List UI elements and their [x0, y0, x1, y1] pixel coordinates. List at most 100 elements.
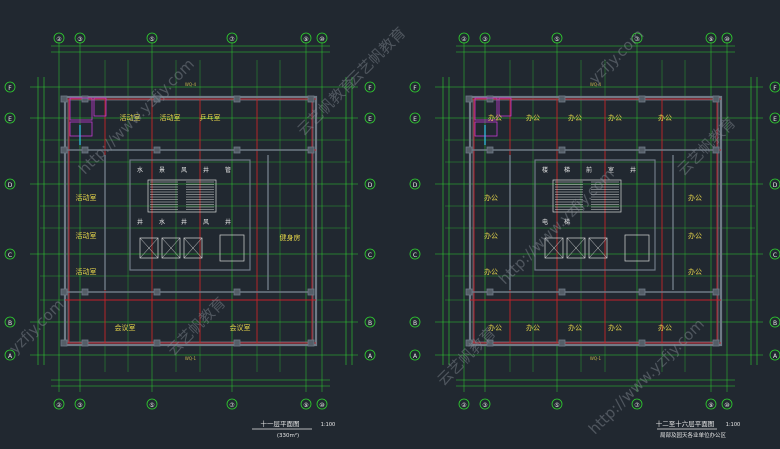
axis-bubble-col-circle [300, 32, 312, 44]
axis-bubble-col: ⑤ [551, 398, 563, 410]
axis-bubble-row-label: C [413, 252, 417, 259]
exterior-wall-inner [472, 99, 719, 343]
structural-column [60, 339, 68, 347]
axis-bubble-row: F [409, 81, 421, 93]
core-label: 电 [542, 218, 548, 226]
axis-bubble-row-circle [4, 316, 16, 328]
axis-bubble-col: ⑤ [551, 32, 563, 44]
axis-bubble-row-circle [4, 349, 16, 361]
elevator-shaft [183, 237, 203, 259]
axis-bubble-row-circle [769, 178, 780, 190]
room-label: 活动室 [76, 193, 97, 202]
room-label: 办公 [484, 193, 498, 202]
axis-bubble-row: C [409, 248, 421, 260]
exterior-wall-inner [67, 99, 314, 343]
elevator-cross [566, 237, 586, 259]
structural-column [233, 146, 241, 154]
axis-bubble-row: D [769, 178, 780, 190]
axis-bubble-col-label: ⑨ [708, 402, 713, 409]
room-label: 健身房 [280, 233, 301, 242]
axis-bubble-col: ② [53, 398, 65, 410]
axis-bubble-col-circle [551, 32, 563, 44]
building-core [534, 159, 656, 271]
room-label: 会议室 [230, 323, 251, 332]
elevator-shaft [139, 237, 159, 259]
toilet-stall [474, 97, 498, 121]
structural-column [712, 288, 720, 296]
structural-column [638, 339, 646, 347]
structural-column [153, 339, 161, 347]
axis-bubble-row-label: B [8, 320, 12, 327]
axis-bubble-row-label: B [368, 320, 372, 327]
axis-bubble-row-label: A [773, 353, 778, 360]
axis-bubble-row: F [769, 81, 780, 93]
structural-column [60, 95, 68, 103]
axis-bubble-row-label: A [368, 353, 373, 360]
axis-bubble-col-circle [458, 32, 470, 44]
structural-column [558, 146, 566, 154]
axis-bubble-col-circle [479, 32, 491, 44]
structural-column [60, 146, 68, 154]
axis-bubble-col: ⑦ [226, 398, 238, 410]
axis-bubble-row-circle [769, 316, 780, 328]
watermark-text: 云艺帆教育 [164, 294, 230, 360]
drawing-subtitle: 局部及园天各业单位办公区 [660, 431, 727, 439]
axis-bubble-row-circle [409, 349, 421, 361]
core-label: 景 [159, 167, 165, 174]
room-label: 办公 [658, 323, 672, 332]
axis-bubble-col: ⑩ [721, 32, 733, 44]
axis-bubble-col-circle [146, 32, 158, 44]
axis-bubble-row-circle [769, 112, 780, 124]
axis-bubble-row-label: B [413, 320, 417, 327]
dim-tag-bottom: WQ-1 [590, 356, 602, 361]
axis-bubble-col: ③ [74, 398, 86, 410]
toilet-stall [69, 97, 93, 121]
axis-bubble-row-circle [364, 178, 376, 190]
axis-bubble-col-label: ⑤ [554, 36, 559, 43]
elevator-shaft [544, 237, 564, 259]
axis-bubble-col: ⑤ [146, 32, 158, 44]
room-label: 活动室 [160, 113, 181, 122]
axis-bubble-row-label: C [368, 252, 372, 259]
core-label: 楼 [542, 166, 548, 174]
axis-bubble-row-circle [364, 81, 376, 93]
core-label: 室 [608, 166, 614, 174]
axis-bubble-row: A [4, 349, 16, 361]
drawing-scale: 1:100 [321, 422, 335, 428]
axis-bubble-col: ② [458, 32, 470, 44]
structural-column [486, 146, 494, 154]
room-label: 办公 [484, 231, 498, 240]
axis-bubble-row: E [769, 112, 780, 124]
core-label: 管 [225, 166, 231, 174]
axis-bubble-col-circle [705, 398, 717, 410]
axis-bubble-col-circle [226, 398, 238, 410]
axis-bubble-col-label: ⑨ [708, 36, 713, 43]
structural-column [81, 95, 89, 103]
axis-bubble-row: C [364, 248, 376, 260]
axis-bubble-col-label: ③ [77, 36, 82, 43]
axis-bubble-col-label: ② [461, 402, 467, 409]
axis-bubble-col-label: ② [461, 36, 467, 43]
axis-bubble-col-label: ⑩ [319, 36, 324, 43]
axis-bubble-col-label: ⑦ [229, 402, 235, 409]
room-label: 办公 [526, 323, 540, 332]
structural-column [233, 288, 241, 296]
axis-bubble-col-circle [631, 32, 643, 44]
drawing-title-text: 十一层平面图 [261, 419, 300, 428]
axis-bubble-row: C [4, 248, 16, 260]
axis-bubble-row-label: D [773, 182, 778, 189]
stair-outline [552, 179, 622, 213]
structural-column [486, 339, 494, 347]
room-label: 办公 [658, 113, 672, 122]
room-label: 办公 [484, 267, 498, 276]
watermark-text: 云艺帆教育 [344, 24, 410, 90]
toilet-stall [474, 121, 498, 137]
watermark-text: 云艺帆教育 [434, 324, 500, 390]
axis-bubble-col-circle [705, 32, 717, 44]
axis-bubble-row-label: F [413, 85, 417, 92]
core-label: 水 [159, 218, 165, 226]
shaft-box [219, 234, 245, 262]
core-label: 井 [203, 166, 209, 174]
